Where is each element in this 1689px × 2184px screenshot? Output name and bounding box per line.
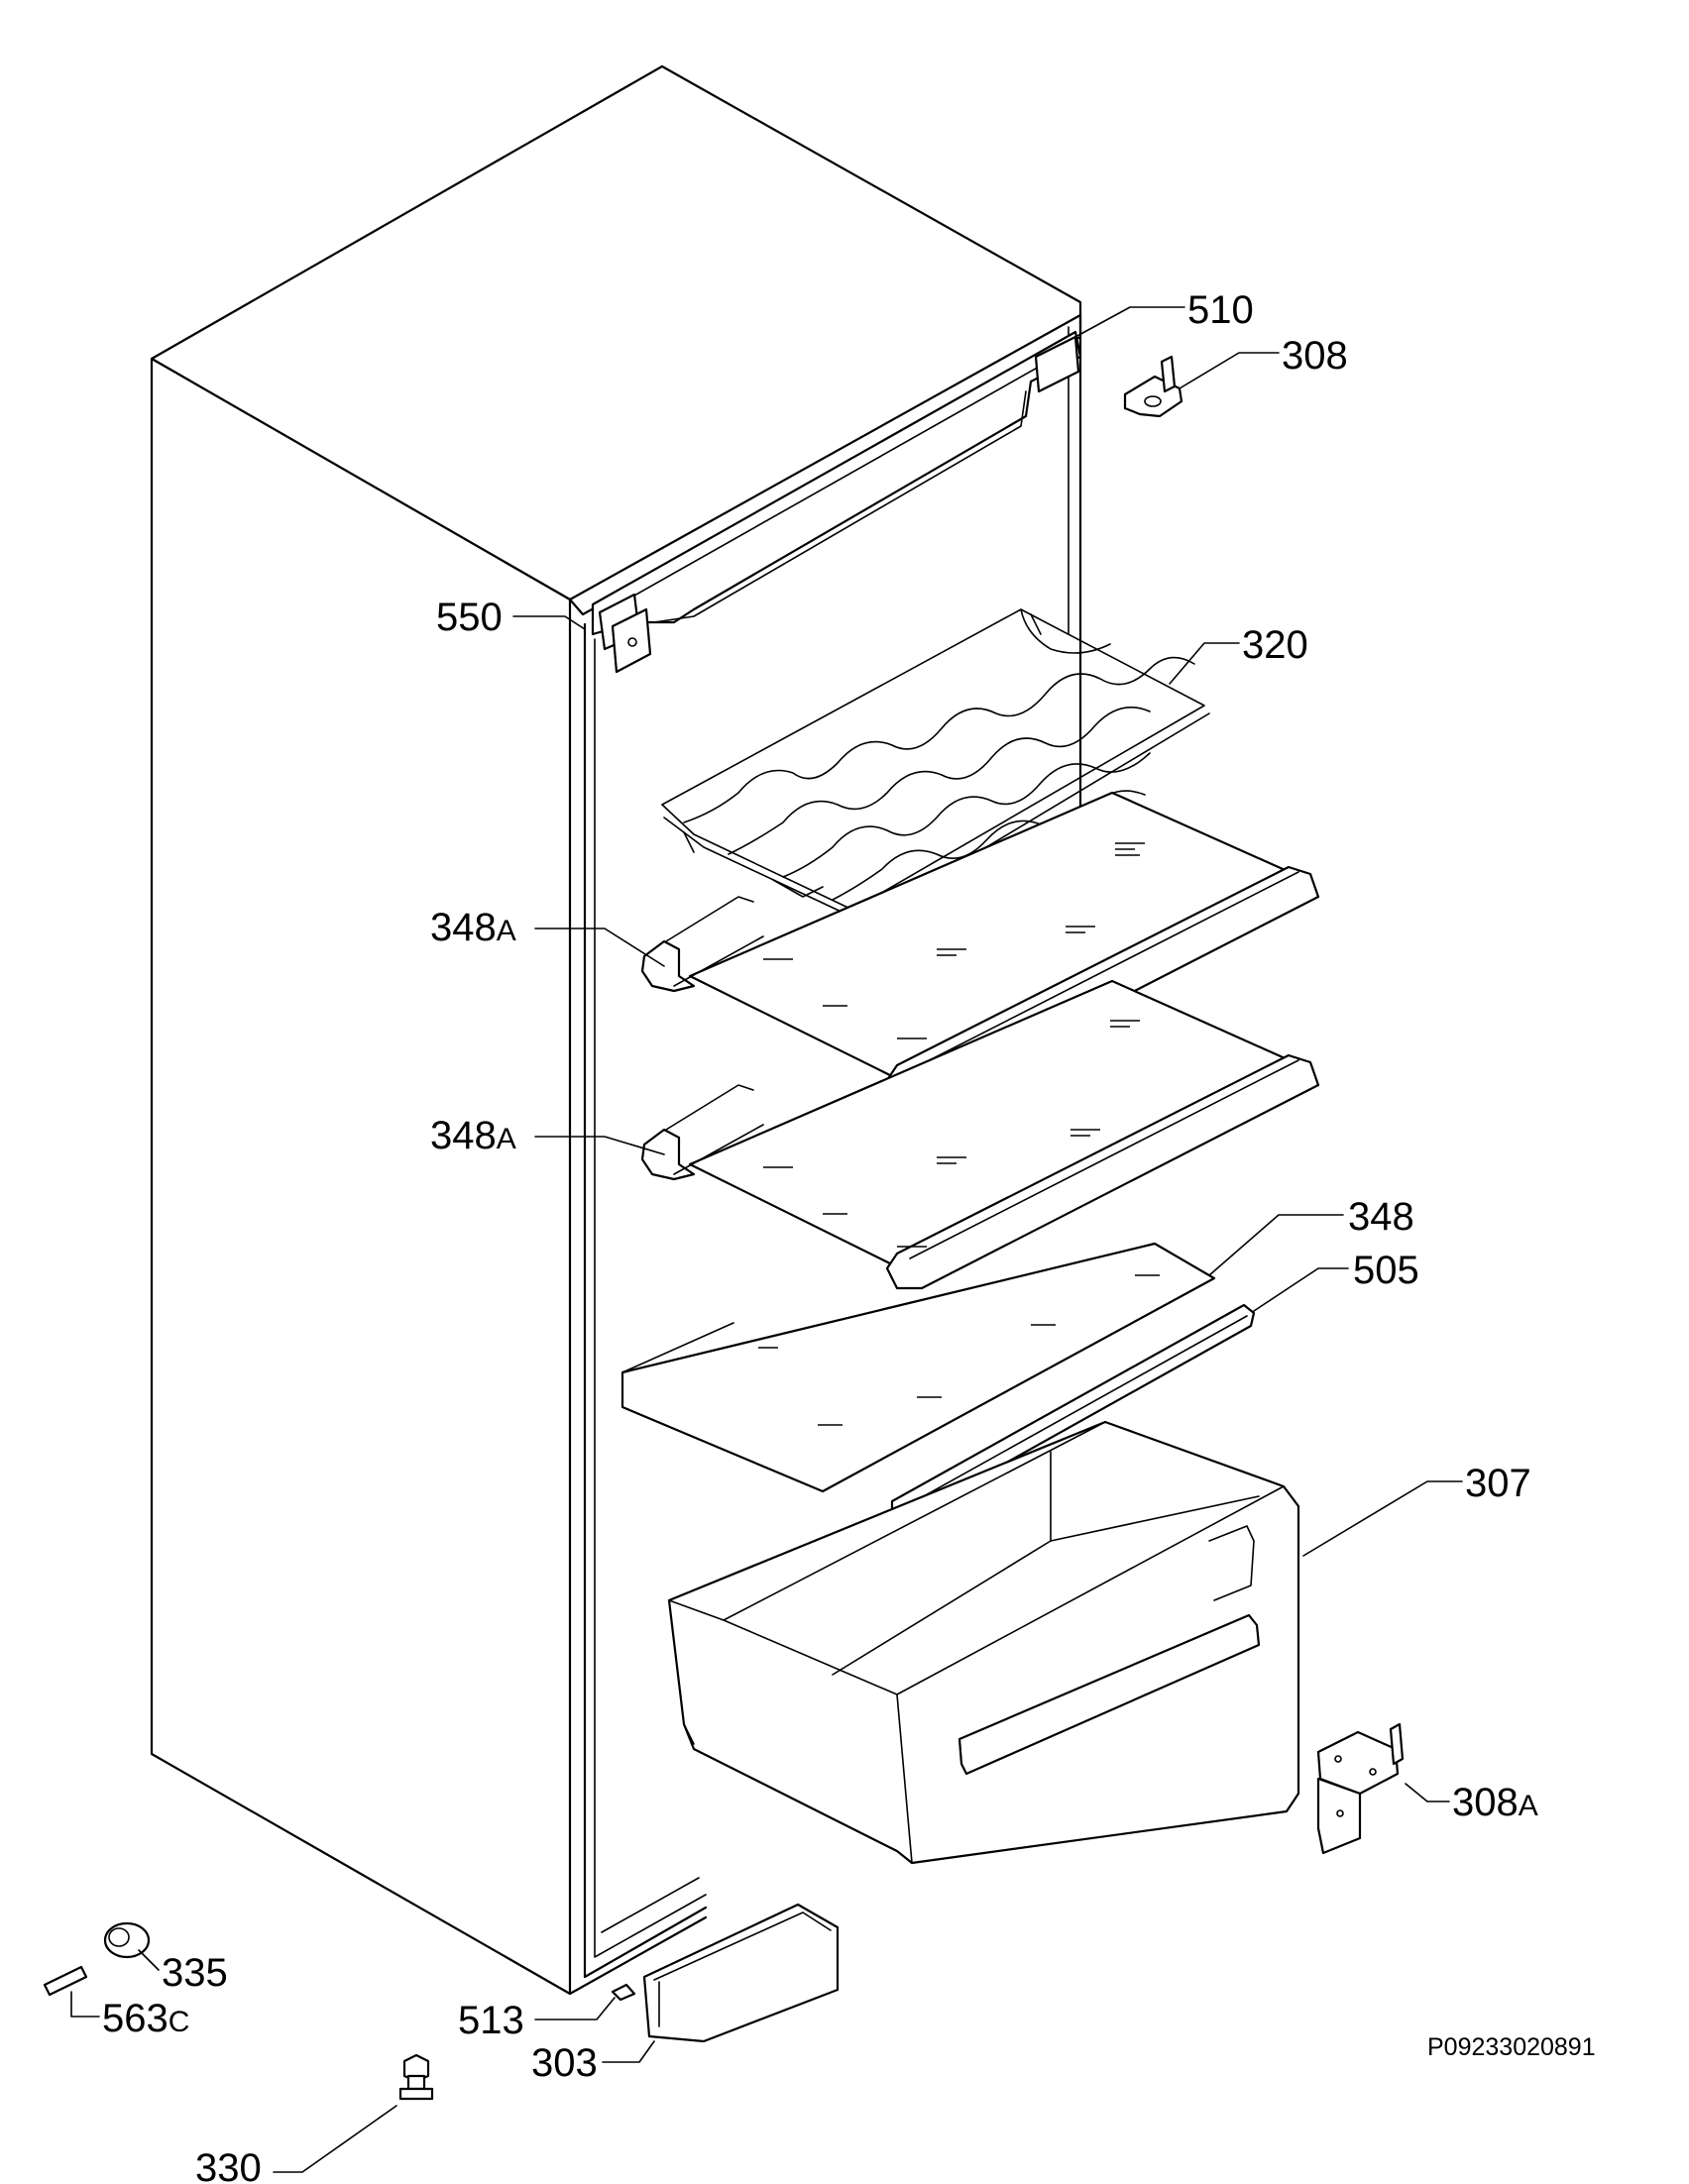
- glass-shelf-middle: [640, 979, 1320, 1290]
- foot-335: [103, 1921, 151, 1959]
- hinge-308: [1123, 355, 1183, 418]
- kickplate-303: [642, 1903, 840, 2043]
- label-550: 550: [436, 596, 503, 639]
- part-labels: 510 308 550 320 348A 348A 348 505 307 30…: [102, 288, 1596, 2184]
- label-335: 335: [162, 1951, 228, 1995]
- crisper-drawer-307: [667, 1420, 1300, 1865]
- label-330: 330: [195, 2146, 262, 2184]
- label-320: 320: [1242, 623, 1308, 667]
- label-510: 510: [1187, 288, 1254, 332]
- label-348: 348: [1348, 1195, 1414, 1239]
- hinge-308a: [1316, 1722, 1405, 1855]
- shelf-print-marks: [758, 842, 1160, 1426]
- label-348a-upper: 348A: [430, 906, 516, 949]
- clip-513: [611, 1983, 636, 2002]
- plate-550: [611, 607, 652, 674]
- drawing-code: P09233020891: [1427, 2033, 1596, 2061]
- screw-foot-330: [398, 2053, 434, 2101]
- glass-shelf-348: [620, 1242, 1216, 1493]
- label-303: 303: [531, 2041, 598, 2085]
- label-348a-middle: 348A: [430, 1114, 516, 1157]
- leader-lines: [70, 306, 1463, 2173]
- label-505: 505: [1353, 1249, 1419, 1292]
- wine-rack-320: [661, 608, 1210, 923]
- label-308a: 308A: [1452, 1781, 1538, 1824]
- cabinet-body: [150, 64, 1082, 1996]
- pin-563c: [43, 1965, 88, 1997]
- label-307: 307: [1465, 1462, 1531, 1505]
- label-563c: 563C: [102, 1997, 189, 2040]
- label-513: 513: [458, 1999, 524, 2042]
- label-308: 308: [1282, 334, 1348, 378]
